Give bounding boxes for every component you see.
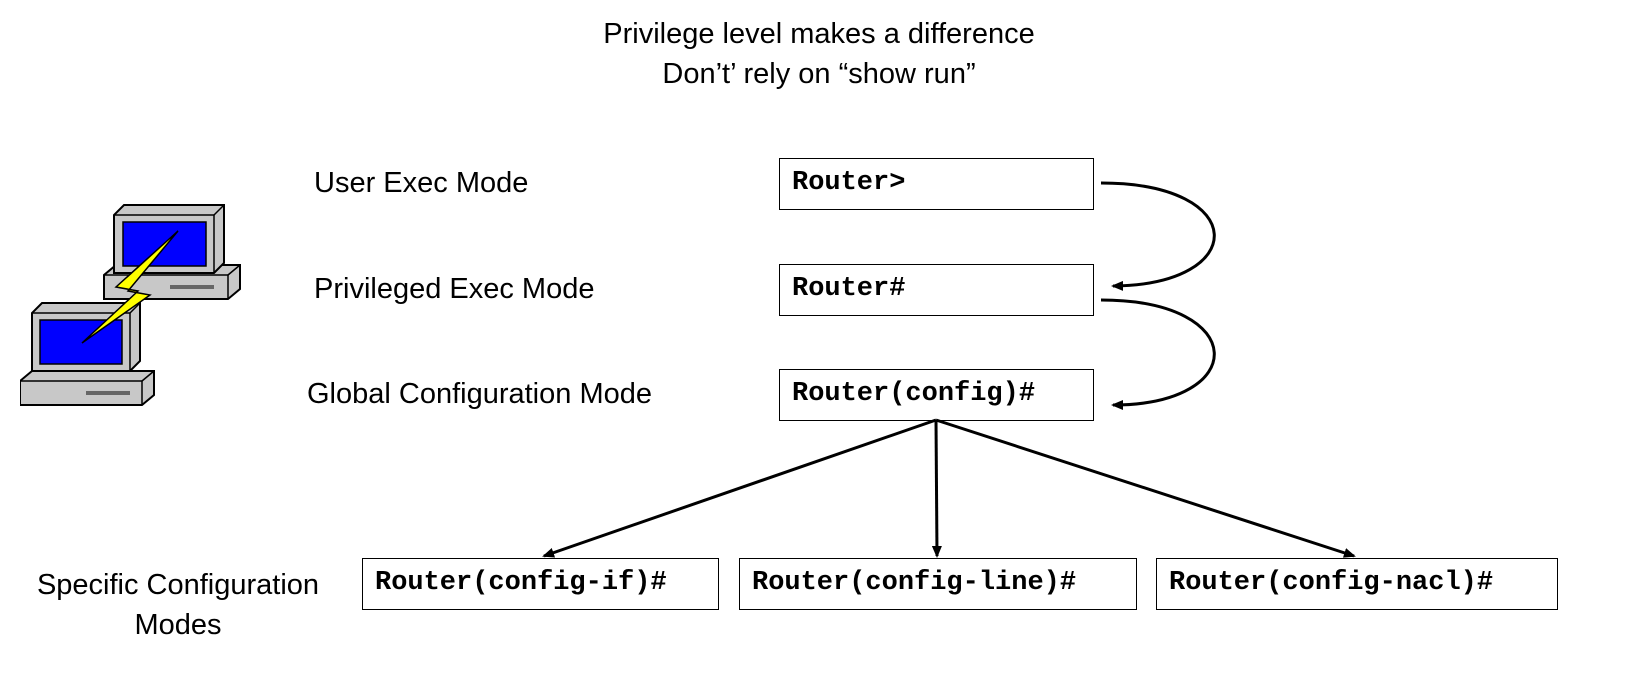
prompt-user-exec: Router> (779, 158, 1094, 210)
lightning-bolt (81, 230, 179, 344)
label-global-configuration-mode: Global Configuration Mode (307, 378, 652, 410)
prompt-config-line: Router(config-line)# (739, 558, 1137, 610)
label-privileged-exec-mode: Privileged Exec Mode (314, 273, 595, 305)
title-line-1: Privilege level makes a difference (603, 18, 1035, 50)
arrow-user-to-privileged (1100, 181, 1216, 291)
two-computers-lightning-icon (20, 204, 241, 406)
prompt-global-config: Router(config)# (779, 369, 1094, 421)
arrow-global-to-config-line (931, 419, 942, 558)
prompt-config-if: Router(config-if)# (362, 558, 719, 610)
arrow-global-to-config-nacl (935, 418, 1356, 558)
title-line-2: Don’t’ rely on “show run” (662, 58, 976, 90)
label-user-exec-mode: User Exec Mode (314, 167, 529, 199)
arrow-privileged-to-global (1100, 298, 1216, 410)
diagram-title: Privilege level makes a difference Don’t… (519, 14, 1119, 94)
prompt-config-nacl: Router(config-nacl)# (1156, 558, 1558, 610)
arrow-global-to-config-if (542, 418, 937, 558)
prompt-privileged-exec: Router# (779, 264, 1094, 316)
label-specific-configuration-modes: Specific Configuration Modes (36, 569, 320, 641)
